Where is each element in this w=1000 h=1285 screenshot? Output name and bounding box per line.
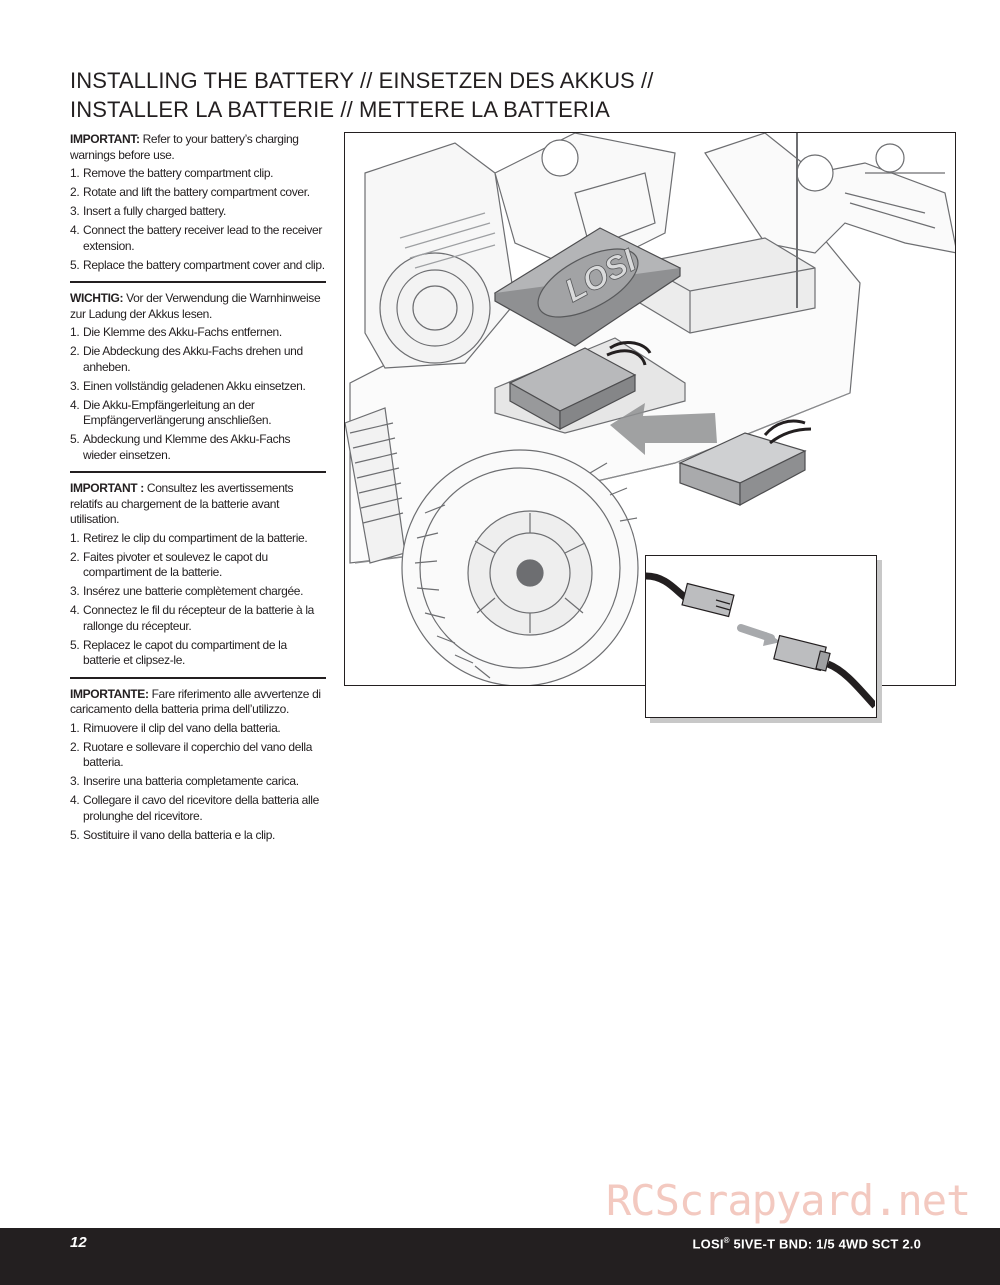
important-label: IMPORTANT : [70, 481, 144, 495]
page-title: INSTALLING THE BATTERY // EINSETZEN DES … [70, 66, 970, 124]
connector-detail-inset [645, 555, 878, 718]
step-text: Inserire una batteria completamente cari… [83, 774, 299, 788]
step-number: 3. [70, 584, 80, 598]
step-number: 2. [70, 549, 80, 564]
watermark: RCScrapyard.net [606, 1176, 971, 1225]
step-number: 2. [70, 739, 80, 754]
intro-text: Refer to your battery’s charging warning… [70, 132, 299, 162]
step-item: 5.Sostituire il vano della batteria e la… [70, 828, 326, 844]
steps-list: 1.Die Klemme des Akku-Fachs entfernen. 2… [70, 325, 326, 463]
product-name: LOSI® 5IVE-T BND: 1/5 4WD SCT 2.0 [693, 1236, 922, 1251]
step-text: Remove the battery compartment clip. [83, 166, 274, 180]
registered-mark: ® [723, 1236, 730, 1245]
page-title-line-2: INSTALLER LA BATTERIE // METTERE LA BATT… [70, 97, 610, 122]
step-number: 4. [70, 793, 80, 807]
step-text: Die Abdeckung des Akku-Fachs drehen und … [83, 344, 303, 374]
step-number: 1. [70, 720, 80, 735]
section-intro: IMPORTANTE: Fare riferimento alle avvert… [70, 687, 326, 718]
step-number: 3. [70, 774, 80, 788]
step-item: 1.Retirez le clip du compartiment de la … [70, 531, 326, 547]
step-number: 1. [70, 325, 80, 339]
intro-text: Vor der Verwendung die Warnhinweise zur … [70, 291, 321, 321]
connector-drawing [645, 572, 878, 709]
step-number: 1. [70, 530, 80, 545]
step-number: 5. [70, 432, 80, 446]
truck-chassis-drawing: LOSI [345, 133, 955, 685]
step-number: 2. [70, 344, 80, 358]
step-text: Rimuovere il clip del vano della batteri… [83, 720, 281, 735]
step-number: 5. [70, 257, 80, 272]
section-english: IMPORTANT: Refer to your battery’s charg… [70, 132, 326, 273]
step-item: 2.Faites pivoter et soulevez le capot du… [70, 550, 326, 581]
page-title-line-1: INSTALLING THE BATTERY // EINSETZEN DES … [70, 68, 654, 93]
step-item: 3.Inserire una batteria completamente ca… [70, 774, 326, 790]
steps-list: 1.Remove the battery compartment clip. 2… [70, 166, 326, 273]
section-intro: IMPORTANT : Consultez les avertissements… [70, 481, 326, 528]
intro-text: Fare riferimento alle avvertenze di cari… [70, 686, 321, 717]
step-item: 5.Replace the battery compartment cover … [70, 258, 326, 274]
step-text: Die Klemme des Akku-Fachs entfernen. [83, 325, 282, 339]
step-number: 4. [70, 223, 80, 237]
step-item: 1.Die Klemme des Akku-Fachs entfernen. [70, 325, 326, 341]
section-intro: WICHTIG: Vor der Verwendung die Warnhinw… [70, 291, 326, 322]
step-number: 3. [70, 378, 80, 393]
step-item: 4.Connect the battery receiver lead to t… [70, 223, 326, 254]
step-text: Collegare il cavo del ricevitore della b… [83, 793, 319, 823]
important-label: IMPORTANT: [70, 132, 140, 146]
step-item: 3.Insert a fully charged battery. [70, 204, 326, 220]
step-number: 4. [70, 397, 80, 412]
step-number: 2. [70, 185, 80, 199]
step-number: 1. [70, 166, 80, 180]
step-text: Sostituire il vano della batteria e la c… [83, 827, 276, 842]
brand-name: LOSI [692, 1236, 724, 1252]
step-item: 4.Collegare il cavo del ricevitore della… [70, 793, 326, 824]
step-text: Faites pivoter et soulevez le capot du c… [83, 549, 268, 580]
step-number: 3. [70, 204, 80, 218]
step-text: Abdeckung und Klemme des Akku-Fachs wied… [83, 432, 291, 462]
step-text: Connect the battery receiver lead to the… [83, 223, 322, 253]
steps-list: 1.Retirez le clip du compartiment de la … [70, 531, 326, 669]
section-italian: IMPORTANTE: Fare riferimento alle avvert… [70, 676, 326, 844]
section-french: IMPORTANT : Consultez les avertissements… [70, 471, 326, 669]
step-item: 3.Einen vollständig geladenen Akku einse… [70, 379, 326, 395]
section-german: WICHTIG: Vor der Verwendung die Warnhinw… [70, 281, 326, 463]
step-text: Insérez une batterie complètement chargé… [83, 584, 304, 598]
step-text: Retirez le clip du compartiment de la ba… [83, 530, 308, 545]
footer-bar [0, 1228, 1000, 1285]
step-text: Einen vollständig geladenen Akku einsetz… [83, 378, 306, 393]
important-label: WICHTIG: [70, 291, 124, 305]
step-item: 1.Remove the battery compartment clip. [70, 166, 326, 182]
step-text: Replace the battery compartment cover an… [83, 257, 325, 272]
step-item: 2.Die Abdeckung des Akku-Fachs drehen un… [70, 344, 326, 375]
page-number: 12 [70, 1234, 87, 1251]
step-item: 2.Ruotare e sollevare il coperchio del v… [70, 740, 326, 771]
step-item: 5.Abdeckung und Klemme des Akku-Fachs wi… [70, 432, 326, 463]
battery-installation-illustration: LOSI [344, 132, 956, 686]
step-item: 3.Insérez une batterie complètement char… [70, 584, 326, 600]
step-text: Insert a fully charged battery. [83, 204, 227, 218]
step-item: 5.Replacez le capot du compartiment de l… [70, 638, 326, 669]
step-item: 4.Connectez le fil du récepteur de la ba… [70, 603, 326, 634]
step-text: Ruotare e sollevare il coperchio del van… [83, 739, 313, 770]
step-number: 5. [70, 827, 80, 842]
step-text: Replacez le capot du compartiment de la … [83, 637, 287, 668]
step-number: 5. [70, 637, 80, 652]
instructions-column: IMPORTANT: Refer to your battery’s charg… [70, 132, 326, 847]
step-text: Rotate and lift the battery compartment … [83, 185, 310, 199]
important-label: IMPORTANTE: [70, 686, 149, 701]
step-item: 1.Rimuovere il clip del vano della batte… [70, 721, 326, 737]
step-item: 4.Die Akku-Empfängerleitung an der Empfä… [70, 398, 326, 429]
steps-list: 1.Rimuovere il clip del vano della batte… [70, 721, 326, 844]
step-text: Die Akku-Empfängerleitung an der Empfäng… [83, 397, 272, 428]
product-model: 5IVE-T BND: 1/5 4WD SCT 2.0 [729, 1236, 921, 1252]
section-intro: IMPORTANT: Refer to your battery’s charg… [70, 132, 326, 163]
step-number: 4. [70, 603, 80, 617]
intro-text: Consultez les avertissements relatifs au… [70, 481, 294, 526]
step-text: Connectez le fil du récepteur de la batt… [83, 603, 315, 633]
step-item: 2.Rotate and lift the battery compartmen… [70, 185, 326, 201]
